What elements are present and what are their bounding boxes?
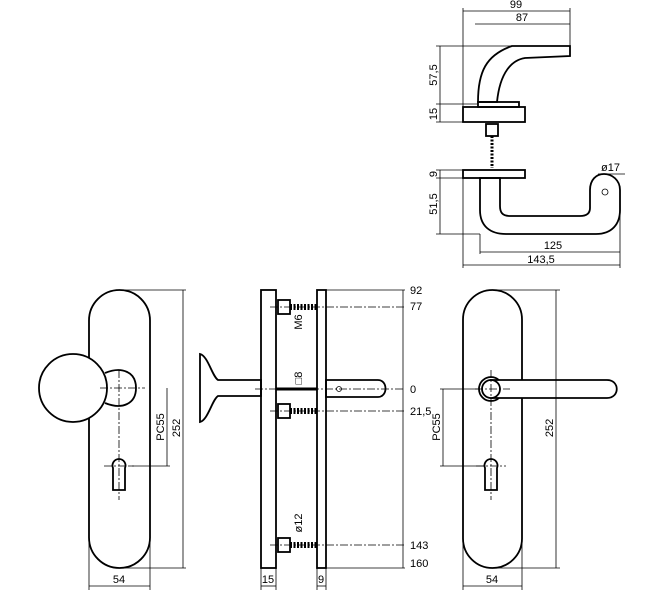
dim-lever-54: 54 bbox=[486, 574, 498, 586]
dim-lever-pc55: PC55 bbox=[431, 413, 443, 441]
front-plate-side bbox=[260, 289, 277, 569]
dim-top-87: 87 bbox=[516, 12, 528, 24]
dim-knob-54: 54 bbox=[113, 574, 125, 586]
dim-profile-9: 9 bbox=[318, 574, 324, 586]
dim-side-9: 9 bbox=[428, 171, 440, 177]
dim-profile-m6: M6 bbox=[293, 314, 305, 329]
lever-tip-circle bbox=[601, 188, 609, 196]
dim-knob-pc55: PC55 bbox=[155, 413, 167, 441]
cylinder-hole bbox=[111, 458, 127, 491]
dim-top-99: 99 bbox=[510, 0, 522, 11]
knob-plate bbox=[88, 289, 151, 569]
side-view: 9 51,5 ø17 125 143,5 bbox=[428, 162, 625, 268]
dim-lever-252: 252 bbox=[544, 419, 556, 437]
dim-profile-dia12: ø12 bbox=[293, 514, 305, 533]
back-plate-side bbox=[316, 289, 327, 569]
mark-0: 0 bbox=[410, 384, 416, 396]
knob-side bbox=[199, 352, 262, 424]
lever-side bbox=[325, 379, 387, 398]
dim-side-51-5: 51,5 bbox=[428, 193, 440, 214]
lever-side-outline bbox=[479, 173, 621, 235]
mark-21-5: 21,5 bbox=[410, 406, 431, 418]
dim-side-125: 125 bbox=[544, 240, 562, 252]
dim-profile-15: 15 bbox=[262, 574, 274, 586]
lever-top-outline bbox=[477, 45, 571, 103]
mark-92: 92 bbox=[410, 285, 422, 297]
dim-side-143-5: 143,5 bbox=[527, 254, 555, 266]
mark-160: 160 bbox=[410, 558, 428, 570]
rose-neck-top bbox=[477, 101, 520, 108]
knob-view: 54 252 PC55 bbox=[38, 289, 186, 590]
dim-profile-sq8: □8 bbox=[293, 372, 305, 385]
dim-top-57-5: 57,5 bbox=[428, 64, 440, 85]
lever-arm bbox=[490, 379, 618, 399]
mark-143: 143 bbox=[410, 540, 428, 552]
dim-side-dia17: ø17 bbox=[601, 162, 620, 174]
profile-view: M6 □8 ø12 15 9 92 77 0 21,5 143 160 bbox=[199, 285, 431, 590]
lever-cylinder-hole bbox=[483, 458, 499, 491]
knob bbox=[38, 353, 108, 423]
lever-view: 54 252 PC55 bbox=[431, 289, 618, 590]
dim-knob-252: 252 bbox=[171, 419, 183, 437]
mark-77: 77 bbox=[410, 301, 422, 313]
top-view: 99 87 57,5 15 bbox=[428, 0, 571, 168]
lever-plate bbox=[462, 289, 523, 569]
spindle-stub-top bbox=[485, 123, 499, 137]
rose-side bbox=[462, 169, 526, 179]
rose-top bbox=[462, 106, 526, 123]
dim-top-15: 15 bbox=[428, 108, 440, 120]
